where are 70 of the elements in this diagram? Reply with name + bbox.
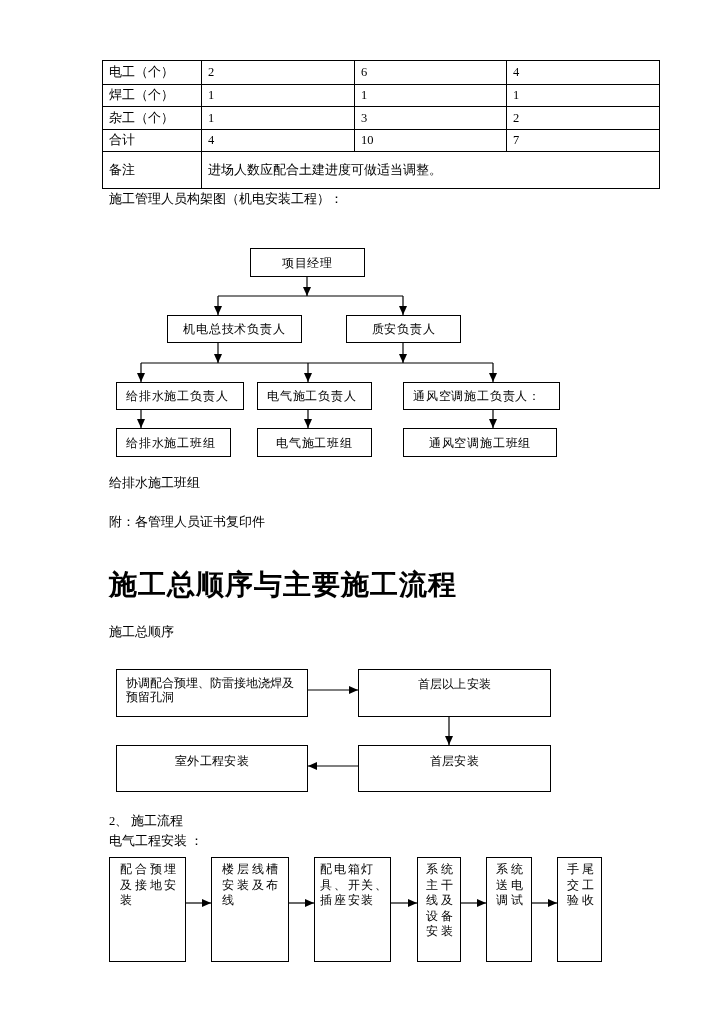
arrow xyxy=(390,899,418,907)
arrow xyxy=(307,762,359,770)
arrow xyxy=(531,899,558,907)
arrow xyxy=(214,295,222,316)
table-cell: 进场人数应配合土建进度可做适当调整。 xyxy=(201,151,660,189)
box-label: 电气施工班组 xyxy=(276,434,353,451)
process-box xyxy=(314,857,391,962)
arrow xyxy=(288,899,315,907)
arrow xyxy=(137,409,145,429)
note-text: 附：各管理人员证书复印件 xyxy=(109,514,265,530)
arrow xyxy=(303,276,311,297)
org-box xyxy=(116,382,244,410)
box-label: 系统主干线及设备安装 xyxy=(426,862,457,940)
arrow xyxy=(399,295,407,316)
table-cell: 电工（个） xyxy=(102,60,202,85)
box-label: 项目经理 xyxy=(281,254,334,271)
org-box xyxy=(116,428,231,457)
process-box xyxy=(358,669,551,717)
box-label: 质安负责人 xyxy=(371,321,436,337)
org-box xyxy=(346,315,461,343)
arrow xyxy=(489,362,497,383)
table-cell: 4 xyxy=(506,60,660,85)
org-box xyxy=(403,382,560,410)
arrow xyxy=(137,362,145,383)
box-label: 楼层线槽安装及布线 xyxy=(222,862,283,909)
box-label: 首层以上安装 xyxy=(417,677,492,691)
process-box xyxy=(109,857,186,962)
section-heading: 施工总顺序与主要施工流程 xyxy=(109,568,457,602)
arrow xyxy=(460,899,487,907)
arrow xyxy=(489,409,497,429)
process-box xyxy=(486,857,532,962)
org-box xyxy=(257,428,372,457)
connector-line xyxy=(140,362,494,364)
org-box xyxy=(257,382,372,410)
arrow xyxy=(185,899,212,907)
box-label: 室外工程安装 xyxy=(175,754,249,768)
process-box xyxy=(211,857,289,962)
process-box xyxy=(358,745,551,792)
connector-line xyxy=(217,295,404,297)
box-label: 协调配合预埋、防雷接地浇焊及预留孔洞 xyxy=(126,676,295,704)
box-label: 手尾交工验收 xyxy=(567,862,598,909)
caption-text: 施工管理人员构架图（机电安装工程）： xyxy=(109,191,343,207)
box-label: 配电箱灯具、开关、插座安装 xyxy=(320,862,390,909)
arrow xyxy=(307,686,359,694)
box-label: 通风空调施工负责人： xyxy=(413,388,541,404)
box-label: 给排水施工负责人 xyxy=(126,388,229,404)
arrow xyxy=(445,716,453,746)
process-box xyxy=(116,745,308,792)
box-label: 给排水施工班组 xyxy=(126,434,216,451)
arrow xyxy=(304,409,312,429)
arrow xyxy=(304,362,312,383)
arrow xyxy=(214,342,222,364)
subheading: 2、 施工流程 xyxy=(109,813,184,829)
box-label: 配合预埋及接地安装 xyxy=(120,862,181,909)
box-label: 电气施工负责人 xyxy=(267,388,357,404)
process-box xyxy=(116,669,308,717)
subheading: 施工总顺序 xyxy=(109,624,174,640)
note-text: 给排水施工班组 xyxy=(109,475,200,491)
box-label: 首层安装 xyxy=(429,754,480,768)
org-box xyxy=(167,315,302,343)
subheading: 电气工程安装 ： xyxy=(109,833,204,849)
arrow xyxy=(399,342,407,364)
box-label: 系统送电调试 xyxy=(496,862,527,909)
box-label: 机电总技术负责人 xyxy=(183,321,286,337)
process-box xyxy=(557,857,602,962)
process-box xyxy=(417,857,461,962)
org-box xyxy=(250,248,365,277)
org-box xyxy=(403,428,557,457)
box-label: 通风空调施工班组 xyxy=(428,434,532,451)
table-cell: 备注 xyxy=(102,151,202,189)
